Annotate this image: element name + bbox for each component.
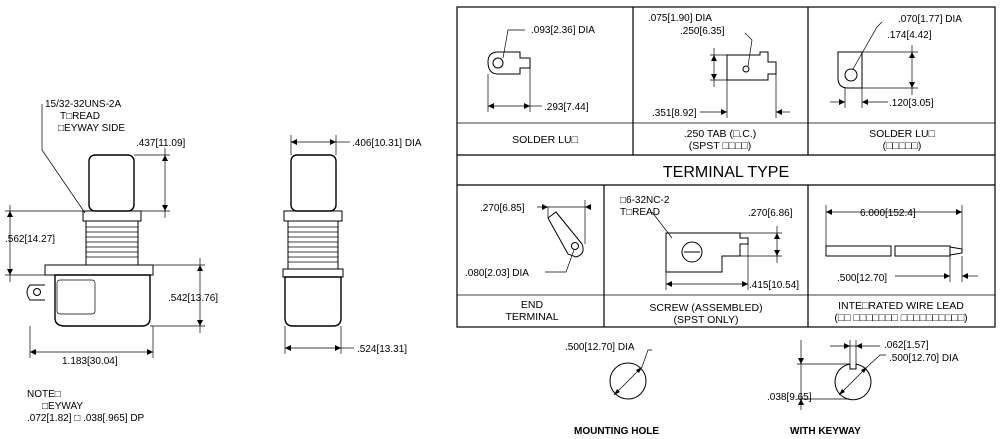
cell4-caption-2: (SPST ONLY)	[674, 314, 739, 326]
cell4-dim-height: .270[6.86]	[748, 208, 793, 219]
cell3-dim-len: .270[6.85]	[480, 203, 525, 214]
end-terminal-drawing	[537, 200, 591, 273]
tab-terminal-drawing	[700, 32, 790, 118]
dim-overall-width: 1.183[30.04]	[62, 356, 118, 367]
keyway-dim-depth: .038[9.65]	[767, 392, 812, 403]
cell1-dim-len: .351[8.92]	[652, 108, 697, 119]
cell5-dim-strip: .500[12.70]	[837, 273, 887, 284]
cell1-dim-dia: .075[1.90] DIA	[648, 13, 712, 24]
wire-lead-drawing	[825, 205, 978, 282]
cell5-caption-1: INTE□RATED WIRE LEAD	[838, 300, 964, 312]
cell5-dim-len: 6.000[152.4]	[860, 208, 916, 219]
cell4-dim-len: .415[10.54]	[749, 280, 799, 291]
cell3-dim-dia: .080[2.03] DIA	[465, 268, 529, 279]
dim-body-height: .542[13.76]	[168, 293, 218, 304]
note-line-3: .072[1.82] □ .038[.965] DP	[27, 413, 145, 424]
note-line-2: □EYWAY	[42, 401, 83, 412]
solder-lug-drawing	[487, 29, 542, 112]
cell0-dim-len: .293[7.44]	[544, 102, 589, 113]
dim-cap-height: .437[11.09]	[136, 138, 186, 149]
thread-note-line-1: 15/32-32UNS-2A	[45, 99, 121, 110]
cell4-thread-1: □6-32NC-2	[620, 195, 670, 206]
mounting-hole-label: MOUNTING HOLE	[574, 426, 659, 437]
screw-terminal-drawing	[651, 211, 782, 290]
cell1-caption-2: (SPST □□□□)	[689, 140, 752, 152]
dim-bushing-height: .562[14.27]	[5, 234, 55, 245]
mounting-hole-dim: .500[12.70] DIA	[565, 342, 635, 353]
solder-lug-2-drawing	[830, 21, 918, 108]
cell2-dim-dia: .070[1.77] DIA	[898, 14, 962, 25]
cell2-caption-1: SOLDER LU□	[869, 128, 936, 140]
switch-side-view	[5, 104, 205, 358]
cell2-dim-len: .120[3.05]	[889, 98, 934, 109]
cell1-caption-1: .250 TAB (□.C.)	[684, 128, 756, 140]
cell0-dim-dia: .093[2.36] DIA	[531, 25, 595, 36]
cell4-caption-1: SCREW (ASSEMBLED)	[649, 302, 762, 314]
cell3-caption-1: END	[521, 299, 544, 311]
switch-front-view	[282, 135, 354, 354]
keyway-hole-drawing	[797, 340, 886, 410]
keyway-dim-dia: .500[12.70] DIA	[889, 353, 959, 364]
dim-body-width: .524[13.31]	[357, 344, 407, 355]
note-line-1: NOTE□	[27, 389, 61, 400]
cell1-dim-height: .250[6.35]	[680, 26, 725, 37]
cell2-dim-height: .174[4.42]	[887, 30, 932, 41]
cell4-thread-2: T□READ	[620, 207, 660, 218]
terminal-type-title: TERMINAL TYPE	[663, 164, 789, 181]
thread-note-line-3: □EYWAY SIDE	[58, 123, 125, 134]
mounting-hole-drawing	[609, 349, 652, 400]
cell2-caption-2: (□□□□□)	[883, 140, 922, 152]
cell5-caption-2: (□□ □□□□□□□ □□□□□□□□□□)	[834, 312, 967, 324]
terminal-table-grid	[456, 6, 996, 328]
keyway-label: WITH KEYWAY	[790, 426, 861, 437]
dim-cap-dia: .406[10.31] DIA	[352, 138, 422, 149]
cell3-caption-2: TERMINAL	[505, 311, 558, 323]
keyway-dim-width: .062[1.57]	[884, 340, 929, 351]
thread-note-line-2: T□READ	[60, 111, 100, 122]
cell0-caption-1: SOLDER LU□	[512, 134, 579, 146]
